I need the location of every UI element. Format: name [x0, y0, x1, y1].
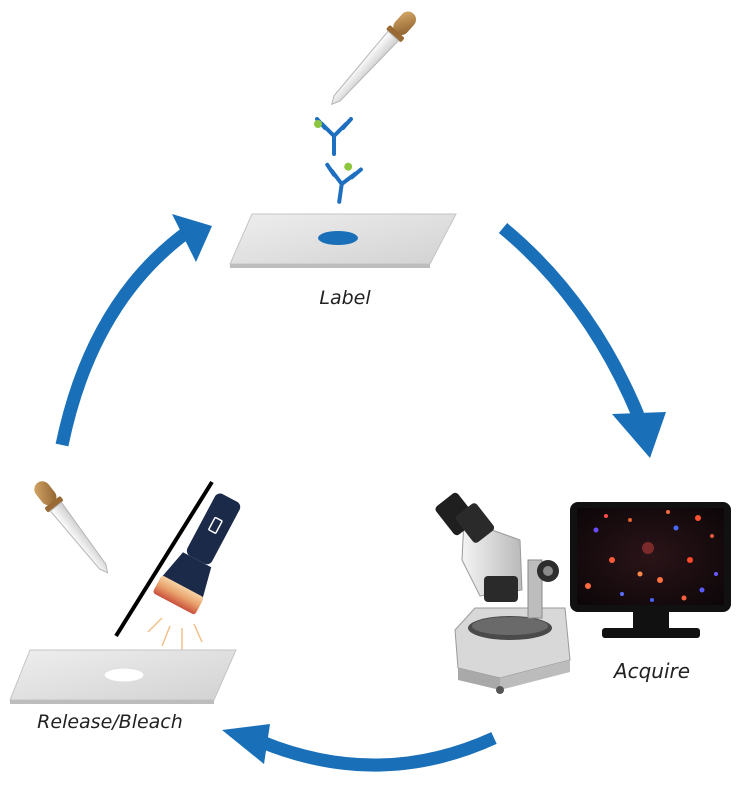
stained-sample	[318, 231, 358, 245]
fluorescence-image	[585, 510, 718, 602]
antibody-icon	[314, 117, 363, 204]
flashlight-icon	[147, 493, 241, 650]
slide-icon	[229, 213, 457, 268]
dropper-icon	[330, 11, 417, 106]
arrow-acquire-to-release	[222, 724, 497, 772]
divider-line	[114, 480, 214, 638]
step-acquire-title: Acquire	[612, 659, 690, 683]
step-release-bleach-title: Release/Bleach	[37, 711, 183, 733]
arrow-release-to-label	[55, 214, 212, 447]
bleached-sample	[103, 667, 145, 683]
microscope-icon	[435, 492, 571, 694]
monitor-icon	[570, 502, 731, 638]
arrow-label-to-acquire	[498, 222, 666, 458]
dropper-icon	[34, 481, 109, 574]
slide-icon	[9, 649, 237, 704]
step-label-title: Label	[319, 287, 371, 309]
